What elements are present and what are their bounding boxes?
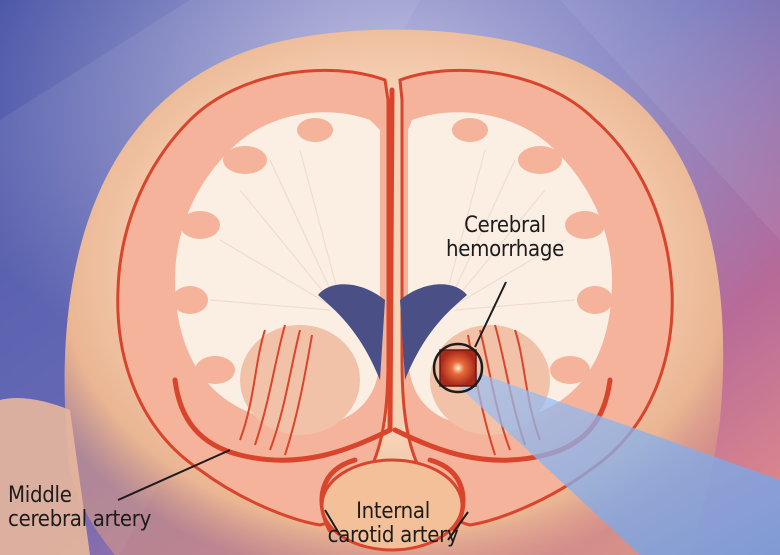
middle-artery-label-line1: Middle [8,484,151,508]
hemorrhage-lesion [440,350,476,386]
left-basal-ganglia [240,325,360,435]
hemorrhage-label-line2: hemorrhage [425,238,585,262]
hemorrhage-label-line1: Cerebral [425,214,585,238]
middle-artery-label-line2: cerebral artery [8,508,151,532]
hemorrhage-label: Cerebral hemorrhage [425,214,585,262]
middle-artery-label: Middle cerebral artery [8,484,151,532]
internal-artery-label-line1: Internal [318,500,468,524]
internal-artery-label-line2: carotid artery [318,524,468,548]
internal-artery-label: Internal carotid artery [318,500,468,548]
